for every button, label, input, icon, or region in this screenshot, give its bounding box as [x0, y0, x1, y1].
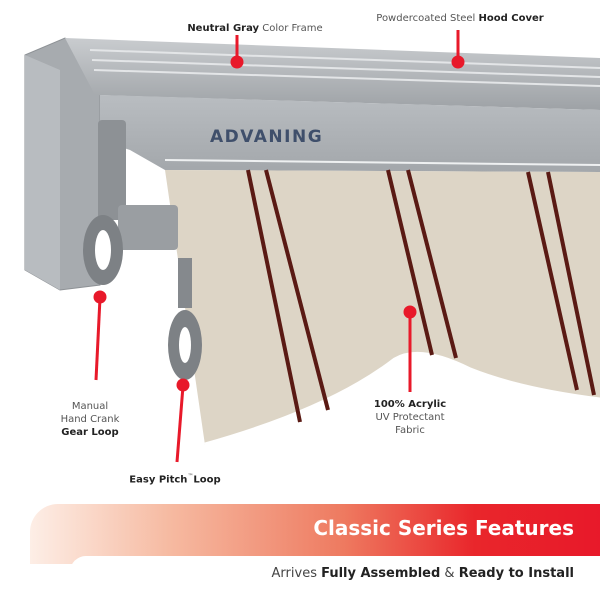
- pin-fabric: [403, 305, 417, 319]
- banner-title: Classic Series Features: [313, 516, 574, 540]
- sub-text-1: Arrives: [271, 566, 322, 581]
- callout-fabric-bold: 100% Acrylic: [373, 399, 447, 410]
- callout-frame-bold: Neutral Gray: [187, 23, 260, 34]
- sub-text-2: Fully Assembled: [321, 566, 441, 581]
- pin-crank: [93, 290, 107, 304]
- gear-loop: [83, 215, 123, 285]
- pitch-loop: [168, 258, 202, 380]
- hood-cover: [65, 38, 600, 110]
- sub-text-4: Ready to Install: [458, 566, 574, 581]
- sub-text-3: &: [440, 566, 459, 581]
- callout-pitch: Easy Pitch™Loop: [110, 470, 240, 486]
- callout-fabric: 100% Acrylic UV Protectant Fabric: [355, 398, 465, 437]
- callout-crank-line2: Hand Crank: [60, 414, 120, 425]
- callout-crank-line1: Manual: [71, 401, 109, 412]
- callout-hood: Powdercoated Steel Hood Cover: [360, 12, 560, 25]
- callout-fabric-line2: UV Protectant: [375, 412, 445, 423]
- brand-logo: ADVANING: [210, 127, 323, 147]
- callout-pitch-bold: Easy Pitch: [129, 474, 188, 486]
- trademark: ™: [187, 473, 194, 480]
- feature-banner: [30, 504, 600, 564]
- callout-crank: Manual Hand Crank Gear Loop: [40, 400, 140, 439]
- pin-pitch: [176, 378, 190, 392]
- banner-subtitle: Arrives Fully Assembled & Ready to Insta…: [272, 566, 574, 581]
- callout-fabric-line3: Fabric: [395, 425, 425, 436]
- callout-hood-text: Powdercoated Steel: [376, 13, 479, 24]
- callout-frame-text: Color Frame: [259, 23, 323, 34]
- callout-pitch-bold2: Loop: [193, 474, 221, 486]
- callout-hood-bold: Hood Cover: [478, 13, 544, 24]
- banner-panel: [70, 556, 600, 600]
- callout-crank-bold: Gear Loop: [61, 427, 119, 438]
- callout-frame: Neutral Gray Color Frame: [170, 22, 340, 35]
- pin-hood: [451, 55, 465, 69]
- fabric-stripes: [246, 169, 596, 423]
- cassette-front: [100, 95, 600, 172]
- pin-frame: [230, 55, 244, 69]
